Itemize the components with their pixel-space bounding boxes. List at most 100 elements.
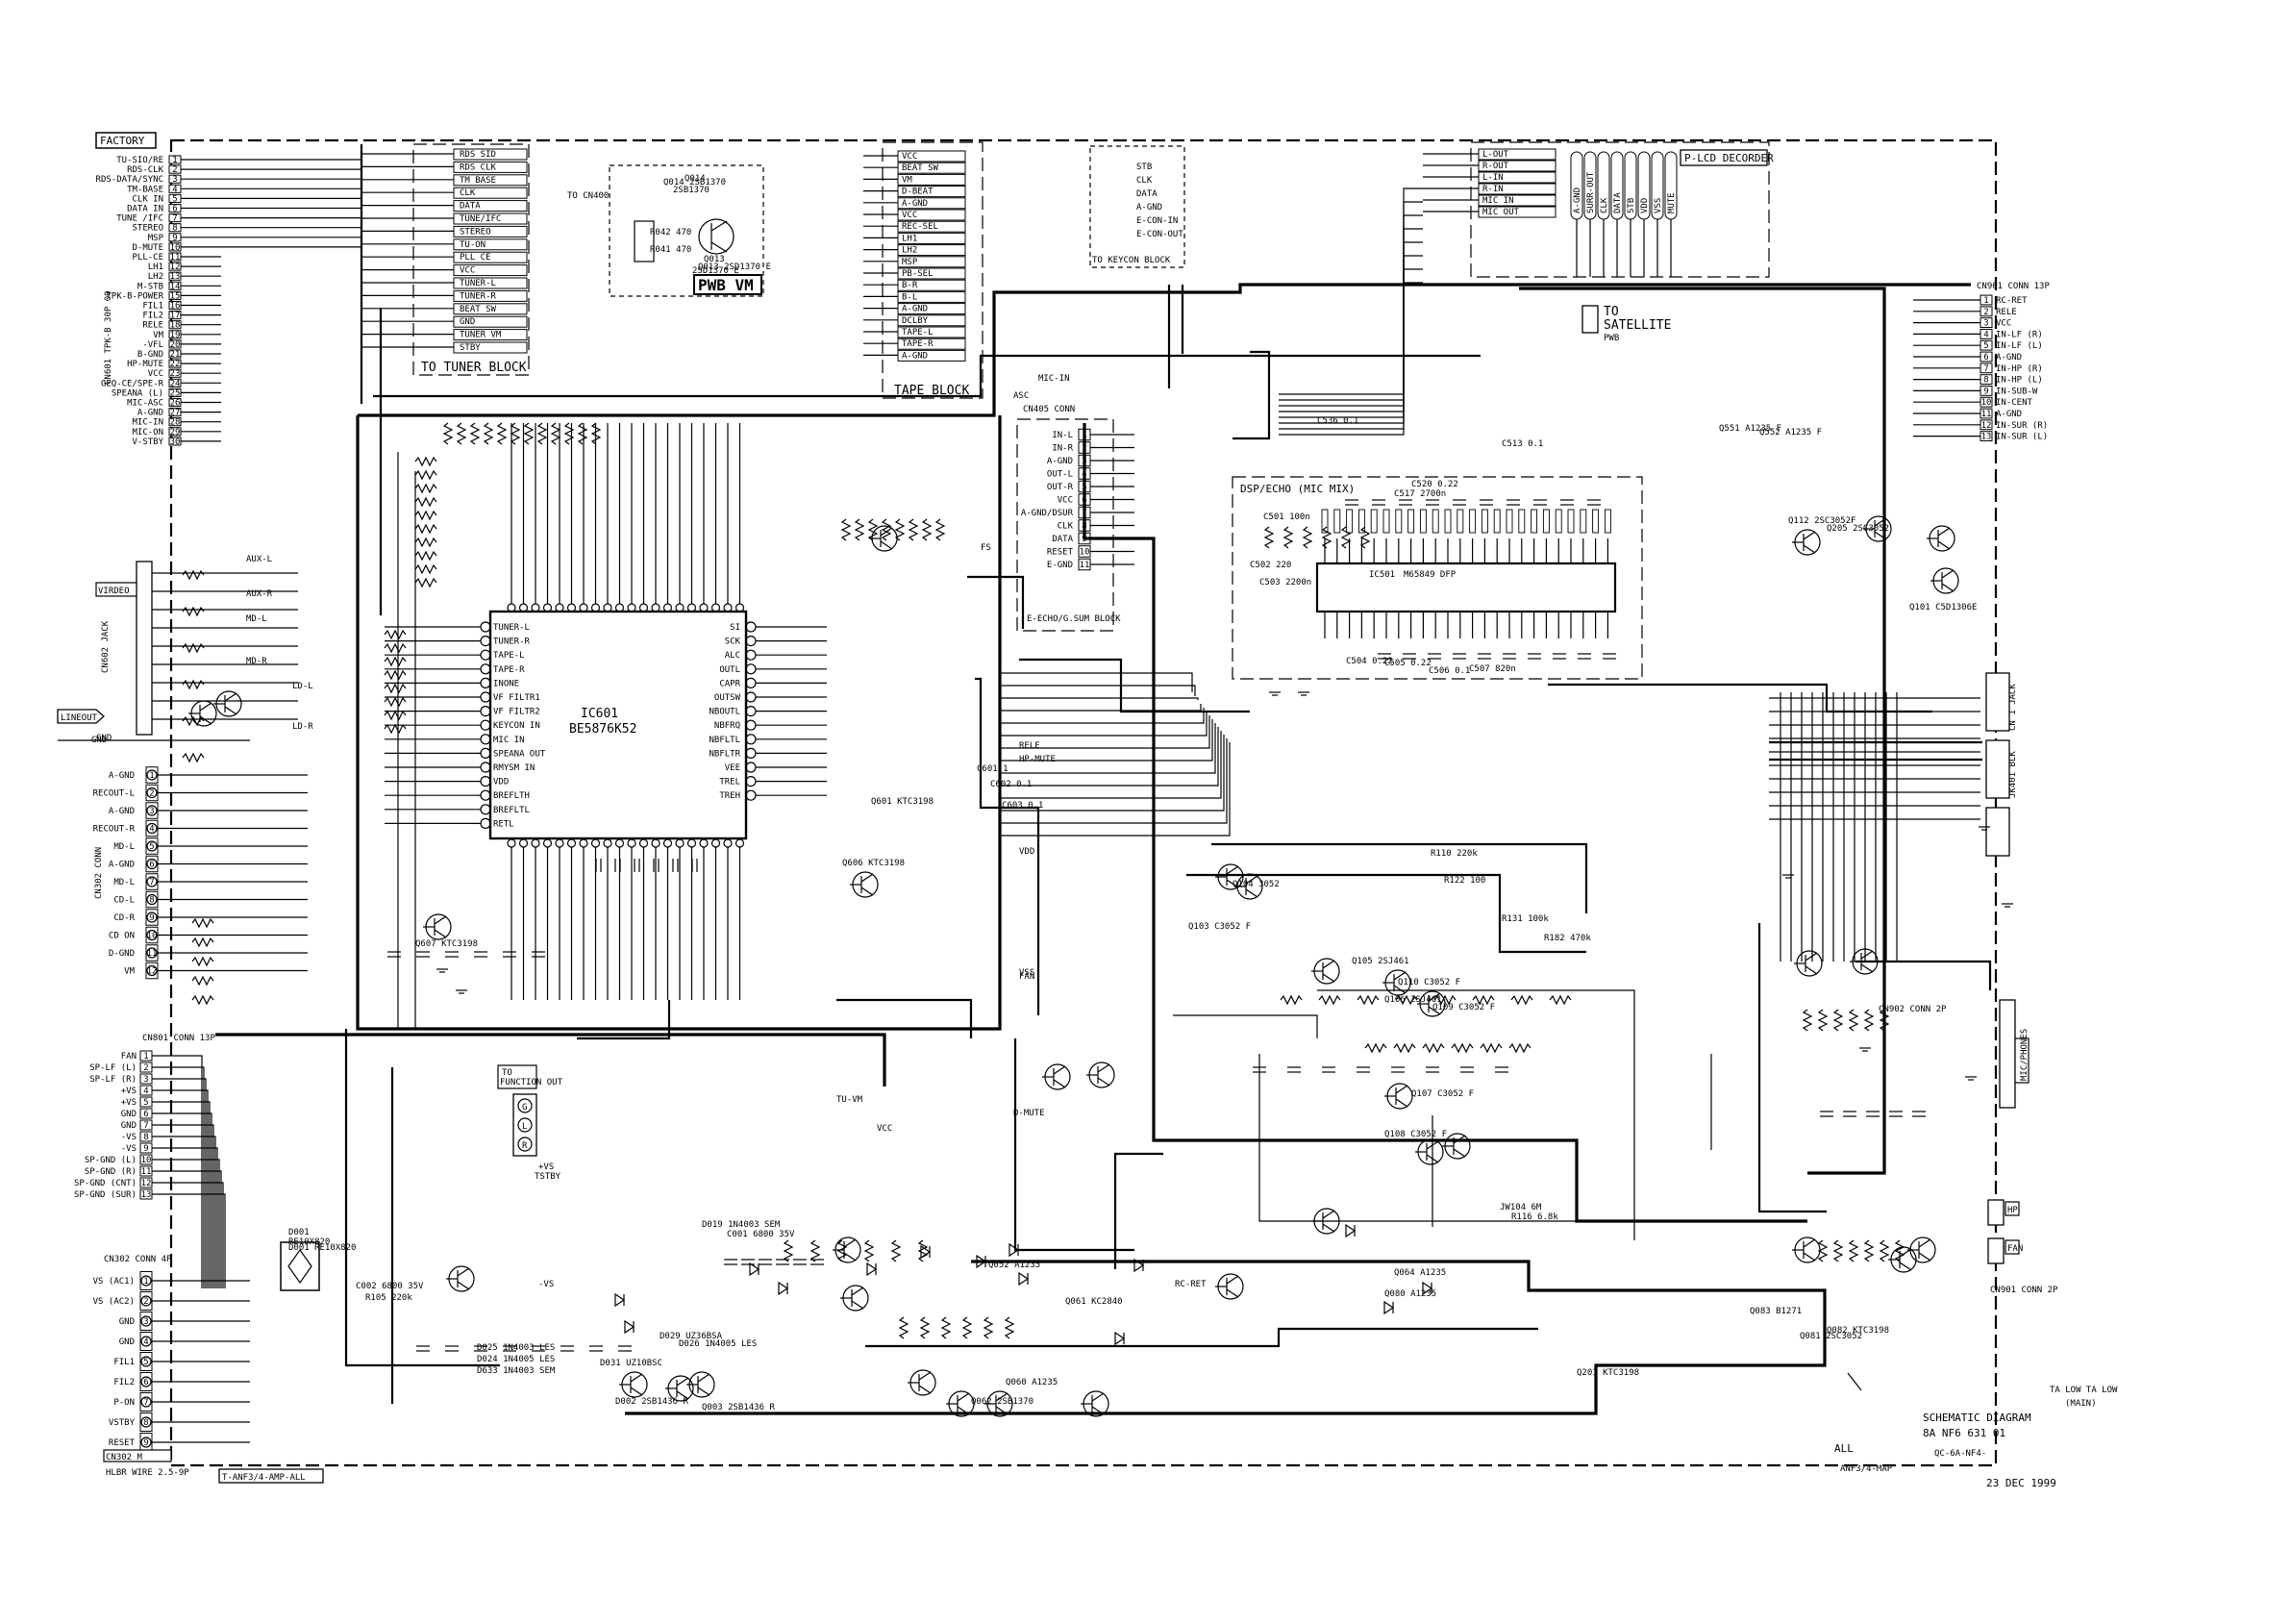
svg-text:E-CON-IN: E-CON-IN <box>1136 216 1178 226</box>
net-label: RC-RET <box>1175 1280 1207 1289</box>
svg-text:INONE: INONE <box>493 679 519 688</box>
svg-text:SURR-OUT: SURR-OUT <box>1586 171 1596 213</box>
svg-text:FUNCTION OUT: FUNCTION OUT <box>500 1078 563 1087</box>
svg-text:A-GND: A-GND <box>137 409 163 418</box>
svg-text:CN302 M: CN302 M <box>106 1453 143 1462</box>
svg-text:STEREO: STEREO <box>132 224 163 234</box>
component-label: Q112 2SC3052F <box>1788 516 1855 526</box>
net-label: ASC <box>1013 391 1029 401</box>
svg-text:P-ON: P-ON <box>113 1398 135 1408</box>
svg-text:TUNE/IFC: TUNE/IFC <box>460 214 501 224</box>
component-label: Q101 C5D1306E <box>1909 603 1977 612</box>
svg-text:CN 1 JACK: CN 1 JACK <box>2008 684 2018 731</box>
component-label: C504 0.22 <box>1346 657 1393 666</box>
net-label: VDD <box>1019 847 1034 857</box>
svg-text:1: 1 <box>149 771 154 781</box>
component-label: JW104 6M <box>1500 1203 1542 1212</box>
component-label: C505 0.22 <box>1384 659 1432 668</box>
svg-text:E-ECHO/G.SUM BLOCK: E-ECHO/G.SUM BLOCK <box>1027 614 1121 624</box>
svg-text:VS (AC1): VS (AC1) <box>93 1277 135 1287</box>
svg-text:DATA IN: DATA IN <box>127 205 163 214</box>
svg-text:Q014: Q014 <box>685 174 706 184</box>
svg-text:RDS-CLK: RDS-CLK <box>127 165 164 175</box>
svg-text:VDD: VDD <box>1640 198 1650 213</box>
jack-block-left: VIRDEO CN602 JACK <box>95 561 153 736</box>
ic501: DSP/ECHO (MIC MIX) IC501 M65849 DFP <box>1232 476 1643 680</box>
svg-text:R041 470: R041 470 <box>650 245 691 255</box>
svg-text:CLK: CLK <box>460 188 476 198</box>
svg-text:VSTBY: VSTBY <box>109 1418 136 1428</box>
svg-text:A-GND: A-GND <box>1573 187 1582 213</box>
svg-text:10: 10 <box>1080 548 1090 558</box>
net-label: TU-VM <box>836 1095 863 1105</box>
svg-text:9: 9 <box>143 1144 148 1154</box>
sheet-code-tag: T-ANF3/4-AMP-ALL <box>218 1468 324 1484</box>
svg-text:17: 17 <box>170 312 181 321</box>
svg-text:TUNER-L: TUNER-L <box>460 279 496 288</box>
svg-text:10: 10 <box>147 932 158 941</box>
cn601-pin-1: 1TU-SIO/RE <box>116 155 182 165</box>
svg-text:LH1: LH1 <box>902 234 917 243</box>
svg-text:A-GND: A-GND <box>1047 457 1073 466</box>
svg-text:MSP: MSP <box>902 258 918 267</box>
net-label: LD-R <box>292 722 313 732</box>
component-label: R110 220k <box>1431 849 1478 859</box>
svg-text:16: 16 <box>170 302 181 312</box>
component-label: C602 0.1 <box>990 780 1032 789</box>
svg-text:MIC OUT: MIC OUT <box>1482 208 1520 217</box>
bridge-rectifier-d001: D001 RE10X820 <box>280 1228 330 1291</box>
component-label: Q082 KTC3198 <box>1827 1326 1889 1336</box>
svg-text:D-BEAT: D-BEAT <box>902 187 934 197</box>
svg-text:2: 2 <box>1983 308 1988 317</box>
component-label: Q052 A1235 <box>988 1261 1040 1270</box>
svg-text:26: 26 <box>170 399 181 409</box>
svg-text:DATA: DATA <box>1613 192 1623 213</box>
svg-text:OUT-R: OUT-R <box>1047 483 1074 492</box>
svg-text:TO: TO <box>1604 305 1619 319</box>
svg-text:TUNER VM: TUNER VM <box>460 331 502 340</box>
svg-text:7: 7 <box>143 1398 148 1408</box>
svg-text:18: 18 <box>170 321 181 331</box>
svg-text:3: 3 <box>143 1075 148 1085</box>
svg-text:VS (AC2): VS (AC2) <box>93 1297 135 1307</box>
svg-text:G: G <box>522 1103 527 1112</box>
svg-text:MSP: MSP <box>148 234 164 243</box>
svg-text:9: 9 <box>143 1438 148 1448</box>
svg-text:FAN: FAN <box>2007 1244 2023 1254</box>
svg-text:IN-SUB-W: IN-SUB-W <box>1996 387 2038 396</box>
component-label: C001 6800 35V <box>727 1230 795 1239</box>
component-label: C603 0.1 <box>1002 801 1043 811</box>
svg-text:GND: GND <box>121 1110 137 1119</box>
svg-text:BEAT SW: BEAT SW <box>902 163 939 173</box>
svg-text:TU-ON: TU-ON <box>460 240 486 250</box>
net-label: D-MUTE <box>1013 1109 1045 1118</box>
svg-text:6: 6 <box>1983 353 1988 362</box>
svg-text:A-GND: A-GND <box>109 807 135 816</box>
component-label: C506 0.1 <box>1429 666 1470 676</box>
svg-text:P-LCD DECORDER: P-LCD DECORDER <box>1684 152 1774 164</box>
svg-text:R: R <box>522 1141 528 1151</box>
svg-text:FIL1: FIL1 <box>113 1358 135 1367</box>
cn302-pin-2: 2VS (AC2) <box>93 1291 153 1311</box>
svg-text:DATA: DATA <box>1052 535 1073 544</box>
svg-text:6: 6 <box>143 1110 148 1119</box>
component-label: C002 6800 35V <box>356 1282 424 1291</box>
svg-text:22: 22 <box>170 360 181 369</box>
title-line-6: ANF3/4-MAP <box>1840 1464 1893 1474</box>
net-label: TSTBY <box>535 1172 561 1182</box>
svg-text:LH2: LH2 <box>902 246 917 256</box>
component-label: D001 RE10X820 <box>288 1243 356 1253</box>
svg-text:VDD: VDD <box>493 778 509 787</box>
component-label: Q551 A1235 F <box>1719 424 1781 434</box>
factory-tag: FACTORY <box>95 132 157 149</box>
